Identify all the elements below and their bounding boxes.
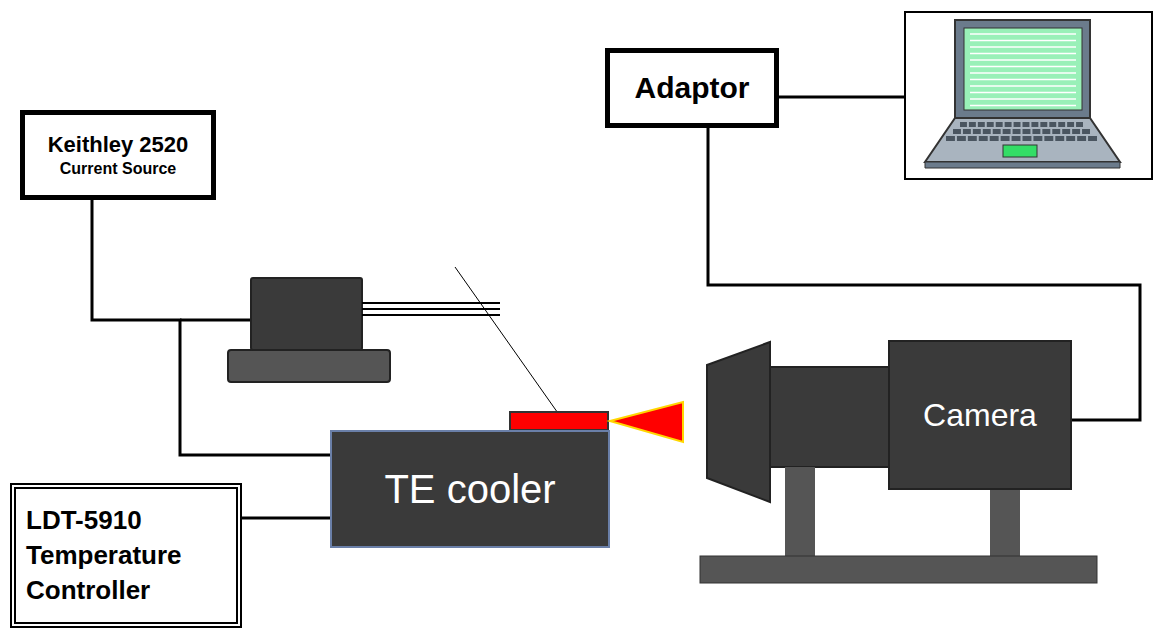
laser-beam bbox=[610, 402, 683, 442]
camera-lens bbox=[707, 342, 770, 502]
screen-lines bbox=[970, 34, 1076, 106]
node-label: LDT-5910 Temperature Controller bbox=[26, 503, 226, 608]
camera-stand-base bbox=[700, 556, 1097, 583]
node-label: Keithley 2520 bbox=[48, 132, 189, 158]
laser-chip bbox=[510, 412, 608, 430]
camera-stand-leg bbox=[785, 467, 815, 557]
camera-stand-leg bbox=[990, 490, 1020, 557]
camera-box: Camera bbox=[888, 340, 1072, 490]
fiber bbox=[362, 303, 500, 315]
laptop-edge bbox=[925, 162, 1120, 168]
wire bbox=[180, 319, 250, 322]
source-box: Keithley 2520Current Source bbox=[20, 110, 216, 200]
laptop-screen bbox=[964, 28, 1082, 110]
laptop-touchpad bbox=[1003, 145, 1037, 157]
wire bbox=[778, 96, 905, 99]
mount-base bbox=[228, 350, 390, 382]
laptop-frame bbox=[905, 12, 1152, 179]
laptop-keyboard-deck bbox=[925, 118, 1120, 162]
laptop-keys bbox=[946, 122, 1097, 141]
te-cooler-box: TE cooler bbox=[330, 430, 610, 548]
wire-connector bbox=[242, 517, 330, 520]
controller-box: LDT-5910 Temperature Controller bbox=[10, 483, 242, 628]
camera-barrel bbox=[770, 367, 890, 467]
mount-head bbox=[251, 278, 362, 350]
laptop-lid bbox=[955, 20, 1090, 118]
probe-needle bbox=[455, 267, 560, 416]
node-label: Adaptor bbox=[635, 70, 750, 106]
adaptor-box: Adaptor bbox=[605, 48, 779, 128]
node-label: TE cooler bbox=[384, 465, 555, 513]
node-label: Camera bbox=[923, 396, 1037, 434]
node-sublabel: Current Source bbox=[60, 159, 176, 178]
